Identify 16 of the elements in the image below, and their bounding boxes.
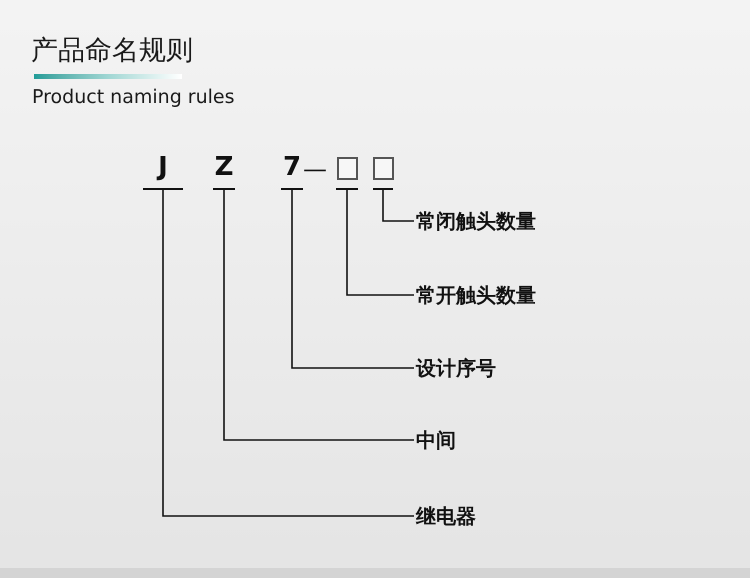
connector-line <box>291 190 414 369</box>
subtitle: Product naming rules <box>32 85 235 110</box>
connector-line <box>162 190 414 517</box>
code-letter: 7 <box>281 150 303 190</box>
connector-line <box>346 190 414 296</box>
description-label: 设计序号 <box>416 355 496 381</box>
title: 产品命名规则 <box>31 34 193 68</box>
description-label: 中间 <box>416 427 456 453</box>
connector-line <box>223 190 414 441</box>
description-label: 继电器 <box>416 503 476 529</box>
code-letter: Z <box>213 150 235 190</box>
description-label: 常闭触头数量 <box>416 208 536 234</box>
connector-line <box>382 190 414 222</box>
description-label: 常开触头数量 <box>416 282 536 308</box>
dash: — <box>303 154 327 184</box>
code-letter: J <box>143 150 183 190</box>
